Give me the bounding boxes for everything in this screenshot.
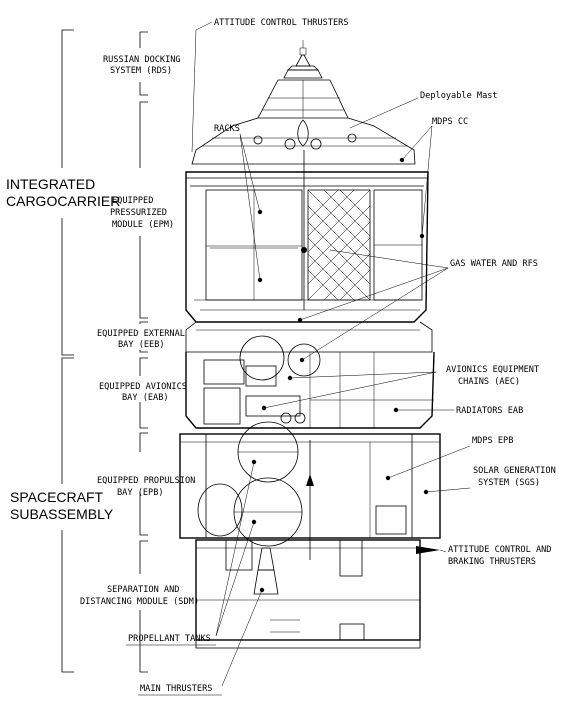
label-eeb-line1: EQUIPPED EXTERNAL (97, 329, 185, 339)
label-racks: RACKS (214, 124, 240, 134)
label-eeb-line2: BAY (EEB) (118, 340, 165, 350)
label-acb-line2: BRAKING THRUSTERS (448, 557, 536, 567)
leader-aec-2 (263, 371, 437, 409)
bracket-integrated-cargo-carrier (61, 29, 74, 356)
bracket-spacecraft-subassembly (61, 357, 74, 673)
label-rds-line2: SYSTEM (RDS) (110, 66, 172, 76)
callout-labels: ATTITUDE CONTROL THRUSTERS Deployable Ma… (128, 18, 556, 694)
group-label-integrated-cargo-carrier: INTEGRATED CARGOCARRIER (6, 176, 120, 209)
leader-racks-2 (239, 133, 261, 281)
leader-dots (251, 157, 429, 593)
group-label-icc-line1: INTEGRATED (6, 176, 95, 192)
leader-racks-1 (239, 133, 261, 213)
sdm-module (195, 539, 440, 649)
group-label-ss-line2: SUBASSEMBLY (10, 506, 114, 522)
leader-gas-1 (299, 267, 449, 321)
label-acb-line1: ATTITUDE CONTROL AND (448, 545, 551, 555)
label-deployable-mast: Deployable Mast (420, 91, 498, 101)
label-underlines (126, 644, 222, 696)
label-mdps-cc: MDPS CC (432, 117, 468, 127)
leader-act-1 (195, 21, 213, 31)
label-rds-line1: RUSSIAN DOCKING (103, 55, 181, 65)
eab-bay (185, 335, 435, 429)
group-label-spacecraft-subassembly: SPACECRAFT SUBASSEMBLY (10, 489, 114, 522)
bracket-eeb (139, 321, 148, 353)
label-radiators-eab: RADIATORS EAB (456, 406, 523, 416)
epb-bay (179, 421, 441, 560)
bracket-epb (139, 432, 148, 536)
leader-main-thrusters (221, 589, 263, 687)
leader-lines (191, 21, 471, 687)
label-mdps-epb: MDPS EPB (472, 436, 513, 446)
spacecraft-body (179, 40, 441, 649)
label-sdm-line2: DISTANCING MODULE (SDM) (80, 597, 199, 607)
group-label-ss-line1: SPACECRAFT (10, 489, 104, 505)
bracket-eab (139, 357, 148, 429)
leader-gas-3 (329, 249, 449, 269)
label-epm-line1: EQUIPPED (112, 196, 153, 206)
label-eab-line2: BAY (EAB) (122, 393, 169, 403)
leader-mast (349, 97, 419, 129)
epm-module (185, 150, 429, 323)
leader-sgs (425, 487, 471, 493)
label-propellant-tanks: PROPELLANT TANKS (128, 634, 211, 644)
leader-mdps-epb (387, 445, 471, 479)
label-epm-line2: PRESSURIZED (110, 208, 167, 218)
label-attitude-control-thrusters: ATTITUDE CONTROL THRUSTERS (214, 18, 349, 28)
leader-act-2 (191, 29, 197, 153)
leader-aec-1 (289, 371, 437, 379)
label-sdm-line1: SEPARATION AND (107, 585, 179, 595)
label-epm-line3: MODULE (EPM) (112, 220, 174, 230)
label-aec-line1: AVIONICS EQUIPMENT (446, 365, 539, 375)
label-sgs-line1: SOLAR GENERATION (473, 466, 556, 476)
leader-mdps-cc-1 (401, 125, 433, 161)
rds-cone (191, 79, 416, 165)
leader-tanks-1 (215, 461, 255, 637)
label-aec-line2: CHAINS (AEC) (458, 377, 520, 387)
leader-gas-2 (301, 267, 449, 361)
label-epb-line1: EQUIPPED PROPULSION (97, 476, 195, 486)
label-gas-water-rfs: GAS WATER AND RFS (450, 259, 538, 269)
bracket-epm (139, 101, 148, 319)
left-labels: RUSSIAN DOCKING SYSTEM (RDS) EQUIPPED PR… (80, 55, 199, 607)
group-label-icc-line2: CARGOCARRIER (6, 193, 120, 209)
label-eab-line1: EQUIPPED AVIONICS (99, 382, 187, 392)
leader-tanks-2 (215, 521, 255, 637)
label-main-thrusters: MAIN THRUSTERS (140, 684, 212, 694)
eeb-bay (185, 321, 433, 353)
docking-probe (283, 40, 323, 79)
label-epb-line2: BAY (EPB) (117, 488, 164, 498)
leader-mdps-cc-2 (421, 125, 433, 237)
label-sgs-line2: SYSTEM (SGS) (478, 478, 540, 488)
bracket-rds (139, 31, 148, 96)
bracket-sdm (139, 540, 148, 673)
section-brackets (139, 31, 148, 673)
leader-acb (439, 549, 447, 553)
